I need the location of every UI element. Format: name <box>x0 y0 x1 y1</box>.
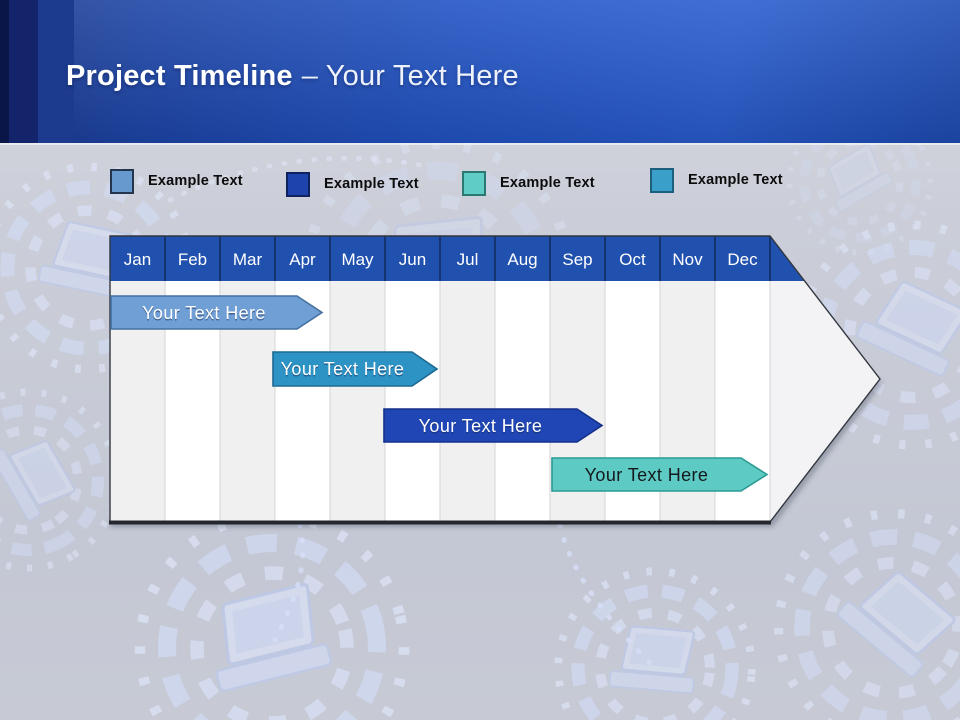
header-stripe <box>9 0 38 143</box>
legend-item[interactable]: Example Text <box>650 165 783 195</box>
legend-swatch <box>286 171 310 197</box>
timeline-arrow-outline <box>109 235 881 523</box>
bar-label-shadow: Your Text Here <box>142 304 266 324</box>
month-label: Sep <box>562 250 592 269</box>
legend: Example Text Example Text Example Text E… <box>0 166 960 198</box>
month-label: Dec <box>727 250 758 269</box>
month-label: Oct <box>619 250 646 269</box>
month-header-separators <box>164 236 771 281</box>
timeline-bar[interactable]: Your Text Here Your Text Here <box>272 351 439 387</box>
header-stripe <box>38 0 74 143</box>
slide-title: Project Timeline– Your Text Here <box>66 60 519 93</box>
month-label: Mar <box>233 250 263 269</box>
month-label: May <box>341 250 374 269</box>
timeline-bar[interactable]: Your Text Here <box>551 457 769 492</box>
legend-swatch <box>650 167 674 193</box>
legend-item[interactable]: Example Text <box>462 168 595 198</box>
bar-label: Your Text Here <box>142 303 266 323</box>
slide-title-subtitle: – Your Text Here <box>301 60 519 92</box>
legend-swatch <box>462 170 486 196</box>
month-label: Apr <box>289 250 316 269</box>
month-label: Jun <box>399 250 426 269</box>
timeline-bar[interactable]: Your Text Here Your Text Here <box>110 295 324 330</box>
month-label: Nov <box>672 250 703 269</box>
legend-item[interactable]: Example Text <box>286 169 419 199</box>
timeline-bar[interactable]: Your Text Here Your Text Here <box>383 408 604 443</box>
dotted-connector <box>557 522 653 666</box>
legend-label: Example Text <box>148 173 243 189</box>
month-label: Jan <box>124 250 151 269</box>
bar-label: Your Text Here <box>585 465 709 485</box>
dotted-connector <box>167 155 423 203</box>
legend-item[interactable]: Example Text <box>110 166 243 196</box>
month-label: Jul <box>457 250 479 269</box>
legend-label: Example Text <box>500 175 595 191</box>
slide-title-main: Project Timeline <box>66 60 293 92</box>
month-label: Feb <box>178 250 207 269</box>
month-label: Aug <box>507 250 537 269</box>
header-stripe <box>0 0 9 143</box>
bar-label-shadow: Your Text Here <box>419 417 543 437</box>
legend-swatch <box>110 168 134 194</box>
dotted-connector <box>272 522 306 643</box>
legend-label: Example Text <box>688 172 783 188</box>
header-sheen <box>0 0 960 143</box>
legend-label: Example Text <box>324 176 419 192</box>
month-header-band <box>110 236 830 281</box>
bar-label-shadow: Your Text Here <box>281 360 405 380</box>
header-band: Project Timeline– Your Text Here <box>0 0 960 143</box>
bar-label: Your Text Here <box>281 359 405 379</box>
bar-label: Your Text Here <box>419 416 543 436</box>
